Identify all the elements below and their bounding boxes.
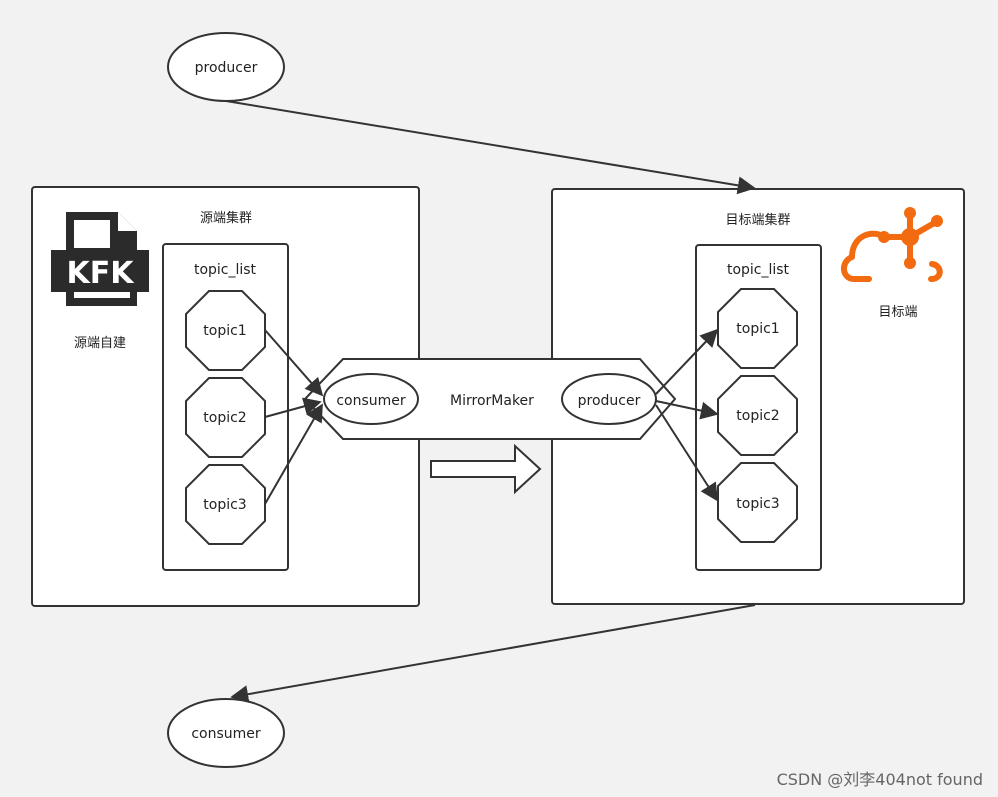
target-topic-3-label: topic3: [736, 496, 779, 512]
mirror-consumer-ellipse: [323, 373, 419, 425]
arrow-producer-to-topic1: [655, 328, 719, 395]
mirror-producer-ellipse: [561, 373, 657, 425]
bottom-consumer-label: consumer: [191, 726, 261, 742]
source-topic-2: topic2: [185, 377, 266, 458]
arrow-producer-to-target: [225, 100, 756, 195]
target-topic-3: topic3: [717, 462, 798, 543]
arrow-producer-to-topic2: [655, 400, 719, 420]
target-topic-1: topic1: [717, 288, 798, 369]
source-icon-label: 源端自建: [74, 336, 126, 351]
source-topic-list-title: topic_list: [194, 262, 257, 278]
target-topic-1-label: topic1: [736, 321, 779, 337]
mirrormaker-label: MirrorMaker: [450, 393, 534, 409]
replication-block-arrow: [430, 443, 542, 495]
target-topic-2: topic2: [717, 375, 798, 456]
arrow-target-to-consumer: [230, 604, 756, 704]
arrow-topic3-to-consumer: [264, 403, 323, 505]
mirror-consumer-label: consumer: [336, 393, 406, 409]
kfk-logo-icon: KFK: [51, 212, 149, 306]
bottom-consumer-ellipse: [167, 698, 285, 768]
source-topic-2-label: topic2: [203, 410, 246, 426]
top-producer-label: producer: [195, 60, 258, 76]
source-topic-3-label: topic3: [203, 497, 246, 513]
target-topic-list-title: topic_list: [727, 262, 790, 278]
source-topic-3: topic3: [185, 464, 266, 545]
mirror-producer-label: producer: [578, 393, 641, 409]
arrow-topic1-to-consumer: [264, 329, 324, 397]
target-cluster-title: 目标端集群: [725, 212, 790, 228]
target-icon-label: 目标端: [878, 305, 917, 320]
watermark: CSDN @刘李404not found: [777, 770, 983, 789]
source-topic-1: topic1: [185, 290, 266, 371]
source-cluster-title: 源端集群: [200, 210, 252, 226]
kfk-logo-text: KFK: [67, 256, 136, 291]
cloud-hub-icon: [841, 207, 943, 282]
target-topic-2-label: topic2: [736, 408, 779, 424]
source-topic-1-label: topic1: [203, 323, 246, 339]
arrow-producer-to-topic3: [655, 404, 718, 502]
